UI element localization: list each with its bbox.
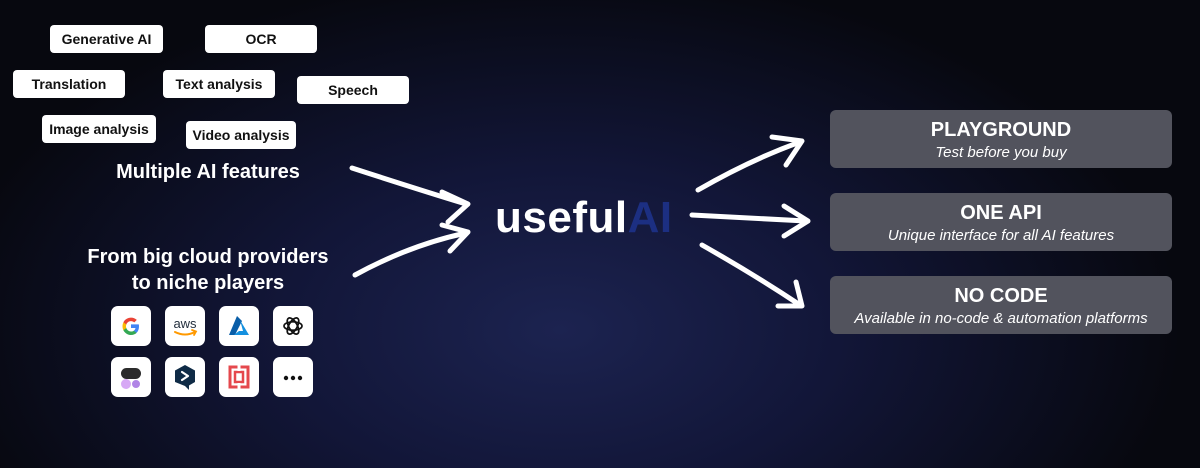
- deepl-logo-tile: [165, 357, 205, 397]
- chip-translation: Translation: [13, 70, 125, 98]
- features-heading: Multiple AI features: [116, 161, 300, 183]
- more-providers-tile: [273, 357, 313, 397]
- eden-ai-icon: [228, 365, 250, 389]
- card-no-code-title: NO CODE: [954, 285, 1048, 307]
- chip-image-analysis: Image analysis: [42, 115, 156, 143]
- google-logo-tile: [111, 306, 151, 346]
- openai-logo-tile: [273, 306, 313, 346]
- chip-video-analysis: Video analysis: [186, 121, 296, 149]
- card-one-api: ONE API Unique interface for all AI feat…: [830, 193, 1172, 251]
- assemblyai-logo-tile: [111, 357, 151, 397]
- providers-heading-line1: From big cloud providers: [87, 246, 329, 268]
- arrow-brand-to-nocode: [699, 242, 803, 308]
- card-playground: PLAYGROUND Test before you buy: [830, 110, 1172, 168]
- google-icon: [122, 317, 139, 335]
- card-no-code-subtitle: Available in no-code & automation platfo…: [854, 310, 1148, 327]
- deepl-icon: [175, 365, 195, 390]
- brand-suffix: AI: [627, 193, 673, 242]
- card-no-code: NO CODE Available in no-code & automatio…: [830, 276, 1172, 334]
- card-playground-title: PLAYGROUND: [930, 119, 1072, 141]
- aws-logo-tile: aws: [165, 306, 205, 346]
- card-playground-subtitle: Test before you buy: [935, 144, 1067, 161]
- assemblyai-icon: [121, 368, 141, 389]
- providers-heading-line2: to niche players: [131, 272, 285, 294]
- chip-ocr: OCR: [205, 25, 317, 53]
- chip-speech: Speech: [297, 76, 409, 104]
- card-one-api-title: ONE API: [960, 202, 1042, 224]
- card-one-api-subtitle: Unique interface for all AI features: [887, 227, 1115, 244]
- azure-icon: [229, 316, 249, 335]
- aws-label: aws: [173, 316, 197, 331]
- arrow-brand-to-playground: [695, 139, 803, 193]
- azure-logo-tile: [219, 306, 259, 346]
- arrow-features-to-brand: [349, 165, 469, 207]
- usefulai-logo: usefulAI: [495, 190, 673, 246]
- aws-icon: aws: [173, 316, 198, 336]
- eden-ai-logo-tile: [219, 357, 259, 397]
- chip-generative-ai: Generative AI: [50, 25, 163, 53]
- more-icon: [283, 375, 303, 381]
- openai-icon: [283, 317, 303, 335]
- arrow-brand-to-oneapi: [689, 212, 809, 224]
- arrow-providers-to-brand: [352, 230, 469, 278]
- providers-heading: From big cloud providers to niche player…: [70, 244, 346, 296]
- brand-prefix: useful: [495, 193, 628, 242]
- chip-text-analysis: Text analysis: [163, 70, 275, 98]
